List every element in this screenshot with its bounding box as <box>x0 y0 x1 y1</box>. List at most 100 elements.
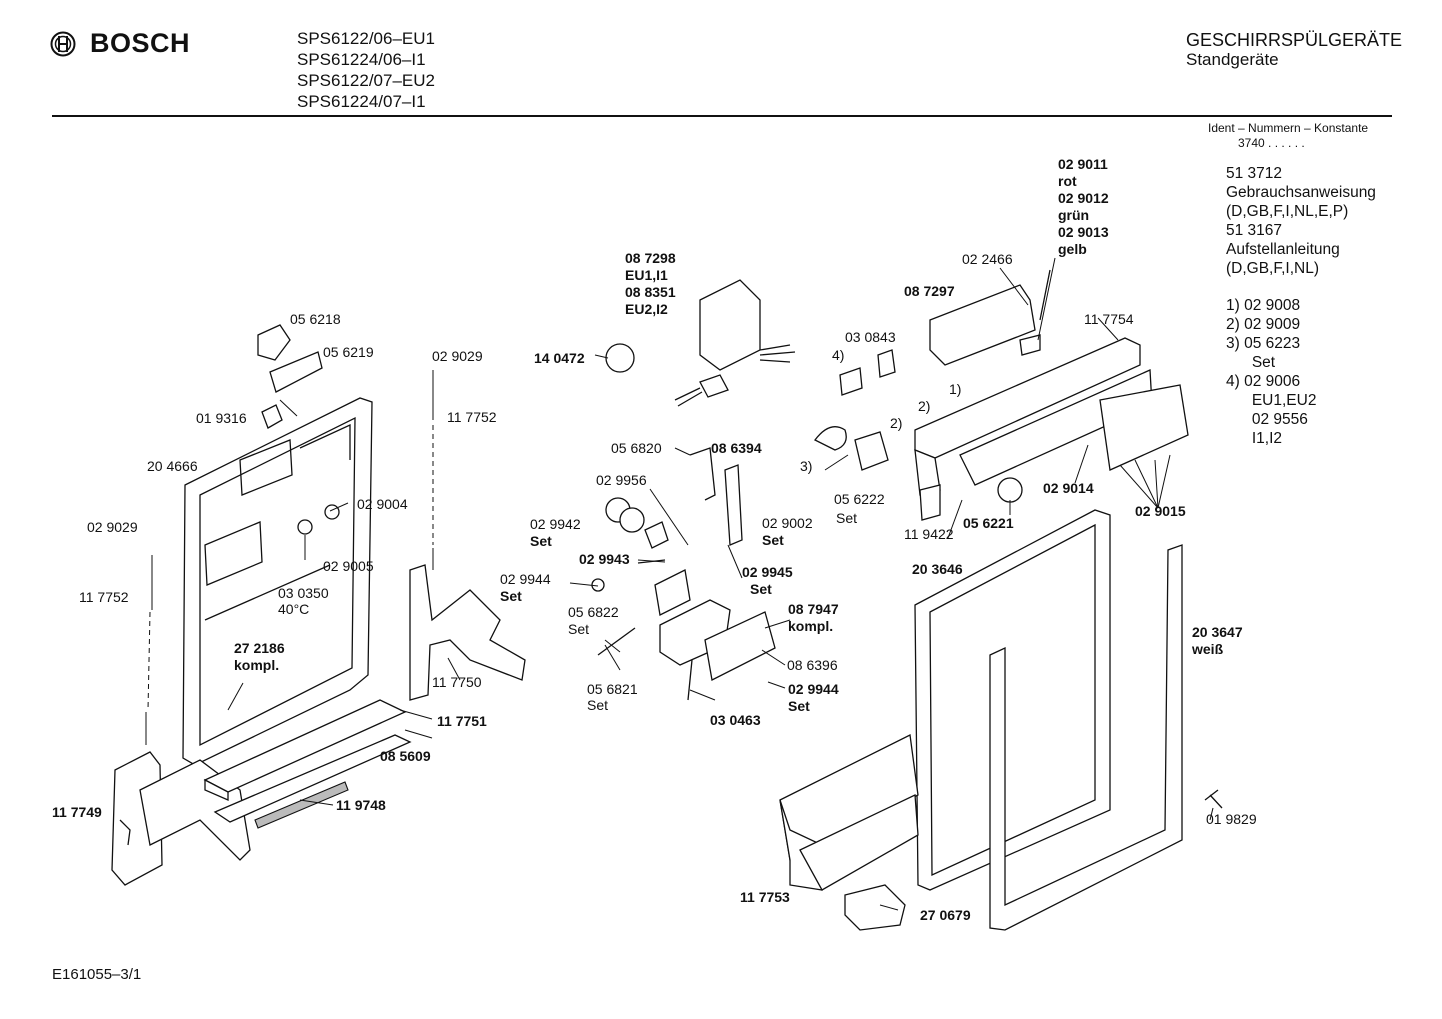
part-label: 02 9014 <box>1043 480 1094 496</box>
category-title: GESCHIRRSPÜLGERÄTE <box>1186 30 1403 50</box>
clip-part <box>257 324 291 361</box>
part-label: kompl. <box>788 618 834 634</box>
part-label: Set <box>788 698 810 714</box>
model-number: SPS6122/07–EU2 <box>297 71 435 90</box>
part-label: 02 9943 <box>579 551 630 567</box>
part-label: 02 9005 <box>323 558 374 574</box>
note-line: 4) 02 9006 <box>1226 373 1301 390</box>
part-label: 02 9012 <box>1058 190 1109 206</box>
part-label: 05 6821 <box>587 681 638 697</box>
part-label: Set <box>587 697 609 713</box>
part-label: 08 6396 <box>787 657 838 673</box>
ident-block: Ident – Nummern – Konstante 3740 . . . .… <box>1208 121 1368 151</box>
part-label: 02 9945 <box>742 564 793 580</box>
part-label: 11 7754 <box>1084 311 1134 327</box>
part-label: 27 2186 <box>234 640 285 656</box>
note-line: Gebrauchsanweisung <box>1226 184 1376 201</box>
part-label: kompl. <box>234 657 280 673</box>
part-label: 02 9029 <box>432 348 483 364</box>
screw-part <box>1204 789 1223 809</box>
part-label: 20 3647 <box>1192 624 1243 640</box>
screw-part <box>324 504 340 520</box>
note-line: (D,GB,F,I,NL) <box>1226 260 1320 277</box>
part-label: 11 7750 <box>432 674 482 690</box>
part-label: 14 0472 <box>534 350 585 366</box>
part-label: 02 9015 <box>1135 503 1186 519</box>
part-label: 4) <box>832 347 845 363</box>
part-label: 03 0350 <box>278 585 329 601</box>
part-label: 02 9944 <box>500 571 551 587</box>
category-block: GESCHIRRSPÜLGERÄTE Standgeräte <box>1186 30 1402 70</box>
ident-label: Ident – Nummern – Konstante <box>1208 121 1369 135</box>
part-label: Set <box>836 510 858 526</box>
part-label: 11 7752 <box>79 589 129 605</box>
model-number: SPS6122/06–EU1 <box>297 29 435 48</box>
part-label: 02 9942 <box>530 516 581 532</box>
front-panel <box>914 509 1111 891</box>
part-label: 02 2466 <box>962 251 1013 267</box>
part-label: 20 3646 <box>912 561 963 577</box>
part-label: 02 9944 <box>788 681 839 697</box>
latch-part <box>269 351 323 393</box>
part-label: rot <box>1058 173 1077 189</box>
part-label: 2) <box>918 398 931 414</box>
part-label: 05 6221 <box>963 515 1014 531</box>
part-label: 05 6219 <box>323 344 374 360</box>
part-label: 05 6822 <box>568 604 619 620</box>
note-line: 51 3712 <box>1226 165 1283 182</box>
part-label: 3) <box>800 458 813 474</box>
ident-value: 3740 . . . . . . <box>1238 136 1305 150</box>
note-line: 02 9556 <box>1226 411 1308 428</box>
part-label: 1) <box>949 381 962 397</box>
part-label: EU1,I1 <box>625 267 668 283</box>
model-number: SPS61224/07–I1 <box>297 92 426 111</box>
side-frame <box>989 544 1183 931</box>
part-label: Set <box>530 533 552 549</box>
model-list: SPS6122/06–EU1 SPS61224/06–I1 SPS6122/07… <box>297 28 435 112</box>
note-line: 2) 02 9009 <box>1226 316 1301 333</box>
part-label: EU2,I2 <box>625 301 668 317</box>
part-label: Set <box>750 581 772 597</box>
brand-header: BOSCH <box>50 28 190 59</box>
part-label: 03 0843 <box>845 329 896 345</box>
category-subtitle: Standgeräte <box>1186 50 1279 69</box>
leader-lines <box>227 257 1214 911</box>
note-line: Set <box>1226 354 1276 371</box>
hinge-lever <box>409 564 526 701</box>
part-label: 02 9002 <box>762 515 813 531</box>
part-label: 05 6218 <box>290 311 341 327</box>
note-line: Aufstellanleitung <box>1226 241 1340 258</box>
model-number: SPS61224/06–I1 <box>297 50 426 69</box>
plinth-bracket <box>844 884 906 931</box>
thermostat-part <box>297 519 313 535</box>
part-label: 11 7751 <box>437 713 487 729</box>
plinth-panel <box>779 734 919 891</box>
part-label: 08 7297 <box>904 283 955 299</box>
part-label: Set <box>568 621 590 637</box>
note-line: 1) 02 9008 <box>1226 297 1301 314</box>
part-label: 02 9004 <box>357 496 408 512</box>
clip-small <box>261 404 283 429</box>
part-label: 27 0679 <box>920 907 971 923</box>
note-line: I1,I2 <box>1226 430 1282 447</box>
part-label: 11 9422 <box>904 526 954 542</box>
timer-assembly <box>605 279 796 407</box>
part-label: 20 4666 <box>147 458 198 474</box>
note-line: EU1,EU2 <box>1226 392 1317 409</box>
part-label: 40°C <box>278 601 310 617</box>
part-label: 11 7752 <box>447 409 497 425</box>
part-label: 05 6820 <box>611 440 662 456</box>
door-inner-panel <box>182 397 373 766</box>
door-lock-assembly <box>591 447 776 701</box>
part-label: 11 7753 <box>740 889 790 905</box>
springs-left <box>145 370 434 745</box>
part-label: 11 7749 <box>52 804 102 820</box>
part-label: Set <box>762 532 784 548</box>
part-label: Set <box>500 588 522 604</box>
part-label: 02 9029 <box>87 519 138 535</box>
door-bottom-trim <box>203 699 412 829</box>
note-line: 51 3167 <box>1226 222 1283 239</box>
part-label: 03 0463 <box>710 712 761 728</box>
part-label: 01 9829 <box>1206 811 1257 827</box>
